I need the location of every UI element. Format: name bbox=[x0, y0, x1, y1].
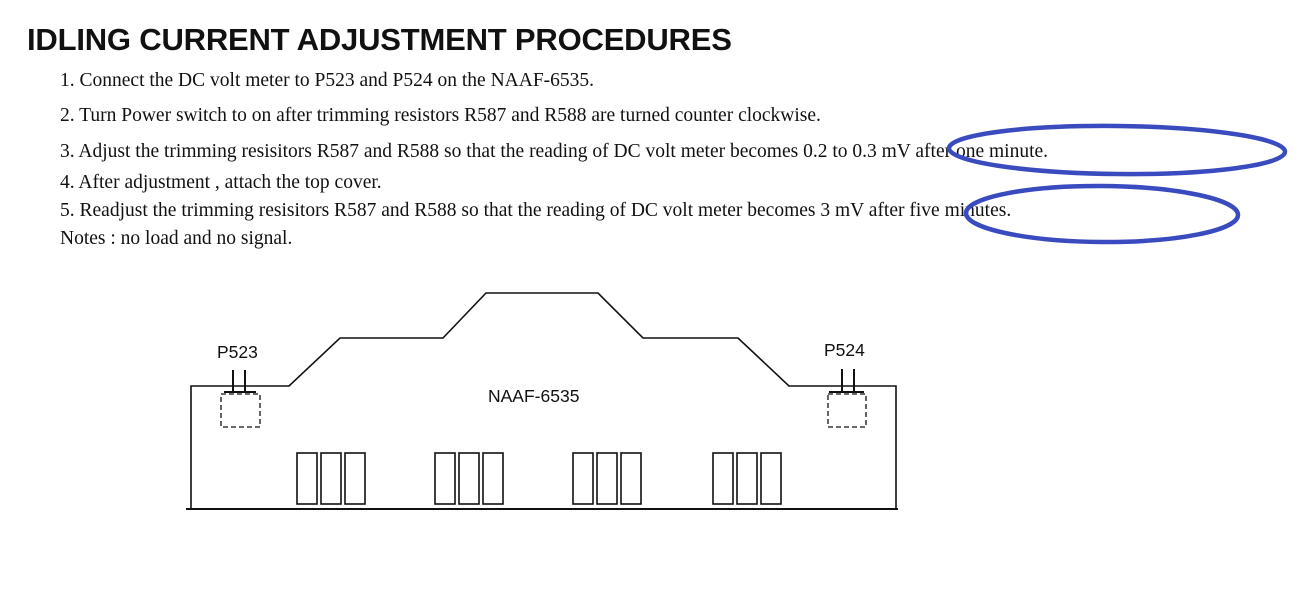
connector-label-p523: P523 bbox=[217, 342, 258, 362]
step-5-text: 5. Readjust the trimming resisitors R587… bbox=[60, 200, 821, 221]
step-1: 1. Connect the DC volt meter to P523 and… bbox=[60, 70, 595, 91]
component-group-2 bbox=[434, 452, 504, 505]
step-2: 2. Turn Power switch to on after trimmin… bbox=[60, 105, 821, 126]
step-3-highlighted-value: 0.2 to 0.3 mV after one minute. bbox=[803, 141, 1049, 162]
annotation-ellipse-step-5 bbox=[963, 183, 1241, 245]
board-outline bbox=[190, 292, 897, 509]
connector-p523 bbox=[220, 370, 261, 428]
step-5: 5. Readjust the trimming resisitors R587… bbox=[60, 200, 1011, 222]
connector-label-p524: P524 bbox=[824, 340, 865, 360]
component-group-1 bbox=[296, 452, 366, 505]
component-group-4 bbox=[712, 452, 782, 505]
annotation-ellipse-step-3 bbox=[946, 123, 1288, 177]
connector-p524 bbox=[827, 369, 867, 428]
step-5-highlighted-value: 3 mV after five minutes. bbox=[820, 200, 1012, 221]
step-4: 4. After adjustment , attach the top cov… bbox=[60, 172, 382, 193]
component-group-3 bbox=[572, 452, 642, 505]
step-3: 3. Adjust the trimming resisitors R587 a… bbox=[60, 141, 1048, 163]
step-3-text: 3. Adjust the trimming resisitors R587 a… bbox=[60, 141, 804, 162]
notes: Notes : no load and no signal. bbox=[60, 228, 293, 249]
page-title: IDLING CURRENT ADJUSTMENT PROCEDURES bbox=[27, 22, 732, 57]
board-label: NAAF-6535 bbox=[488, 386, 579, 406]
